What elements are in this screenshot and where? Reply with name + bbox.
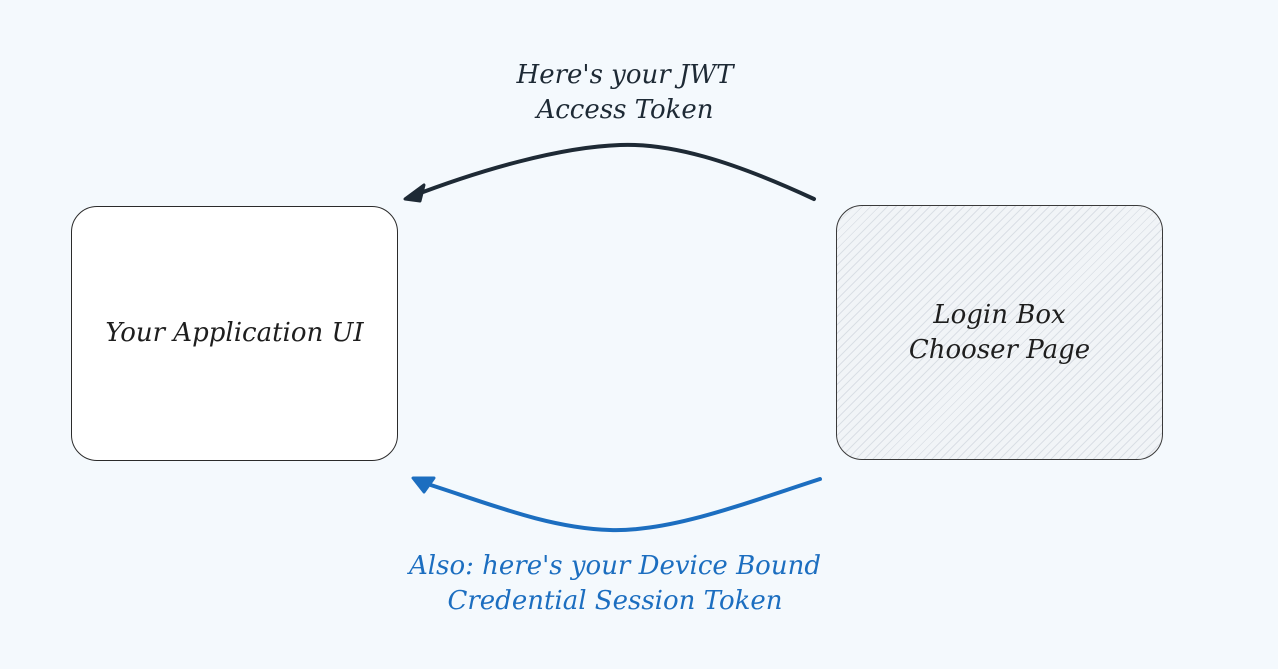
login-box-label-line2: Chooser Page <box>908 334 1091 365</box>
login-box-label-line1: Login Box <box>933 299 1066 330</box>
session-label-line2: Credential Session Token <box>447 586 783 616</box>
jwt-arrowhead <box>403 183 426 203</box>
application-ui-label: Your Application UI <box>105 318 364 348</box>
jwt-edge-label: Here's your JWT Access Token <box>445 58 805 128</box>
jwt-label-line2: Access Token <box>536 95 714 125</box>
jwt-label-line1: Here's your JWT <box>516 60 734 90</box>
application-ui-box: Your Application UI <box>71 206 398 461</box>
session-label-line1: Also: here's your Device Bound <box>409 551 821 581</box>
jwt-arrow-line <box>408 142 816 201</box>
session-arrowhead <box>411 476 436 494</box>
session-edge-label: Also: here's your Device Bound Credentia… <box>380 549 850 619</box>
session-arrow-line <box>416 477 822 533</box>
login-chooser-box: Login Box Chooser Page <box>836 205 1163 460</box>
